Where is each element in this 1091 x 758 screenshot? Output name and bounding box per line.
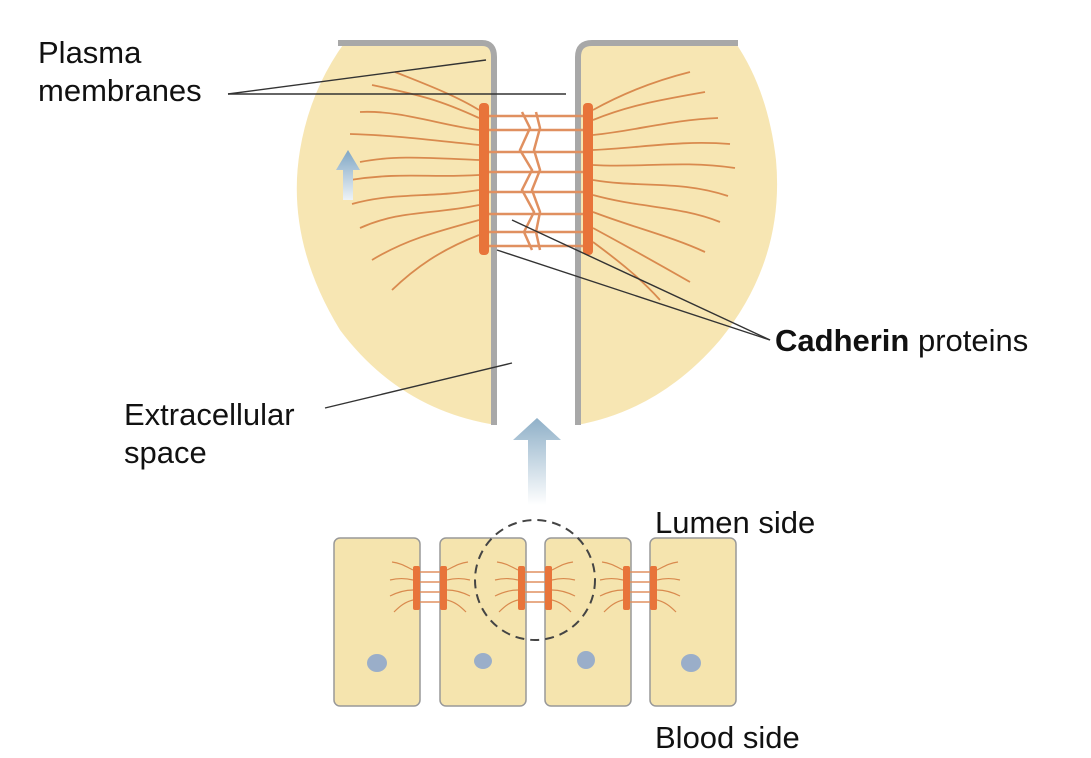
cadherin-proteins-label: Cadherin proteins <box>775 322 1028 360</box>
cell-3 <box>544 537 632 707</box>
lumen-side-label: Lumen side <box>655 505 816 540</box>
right-cell-cytoplasm <box>577 42 778 425</box>
nucleus <box>577 651 595 669</box>
extracellular-space-label: Extracellular space <box>124 396 295 472</box>
zoomed-junction-view <box>296 40 778 425</box>
cell-1 <box>333 537 421 707</box>
nucleus <box>474 653 492 669</box>
extracellular-label-line2: space <box>124 434 207 470</box>
leader-lines <box>227 59 771 409</box>
nucleus <box>367 654 387 672</box>
left-cadherin-plaque <box>479 103 489 255</box>
cadherin-label-rest: proteins <box>909 323 1029 358</box>
junction-3 <box>599 561 681 613</box>
extracellular-label-line1: Extracellular <box>124 397 295 432</box>
cadherin-ladder <box>489 111 583 251</box>
magnify-up-arrow-icon <box>513 418 561 505</box>
plasma-label-line1: Plasma <box>38 35 142 70</box>
cadherin-label-bold: Cadherin <box>775 323 910 358</box>
right-plasma-membrane <box>575 40 738 425</box>
right-cadherin-plaque <box>583 103 593 255</box>
epithelial-cell-row <box>333 519 737 707</box>
left-plasma-membrane <box>338 40 497 425</box>
dashed-circle <box>474 519 596 641</box>
junction-1 <box>389 561 471 613</box>
plasma-label-line2: membranes <box>38 72 202 108</box>
blood-side-label: Blood side <box>655 720 800 755</box>
up-arrow-icon <box>336 150 360 200</box>
cell-2 <box>439 537 527 707</box>
right-cytoskeletal-filaments <box>592 71 736 301</box>
nucleus <box>681 654 701 672</box>
left-cell-cytoplasm <box>296 42 496 425</box>
left-cytoskeletal-filaments <box>349 71 480 291</box>
junction-2 <box>494 561 576 613</box>
plasma-membranes-label: Plasma membranes <box>38 34 202 110</box>
cell-4 <box>649 537 737 707</box>
